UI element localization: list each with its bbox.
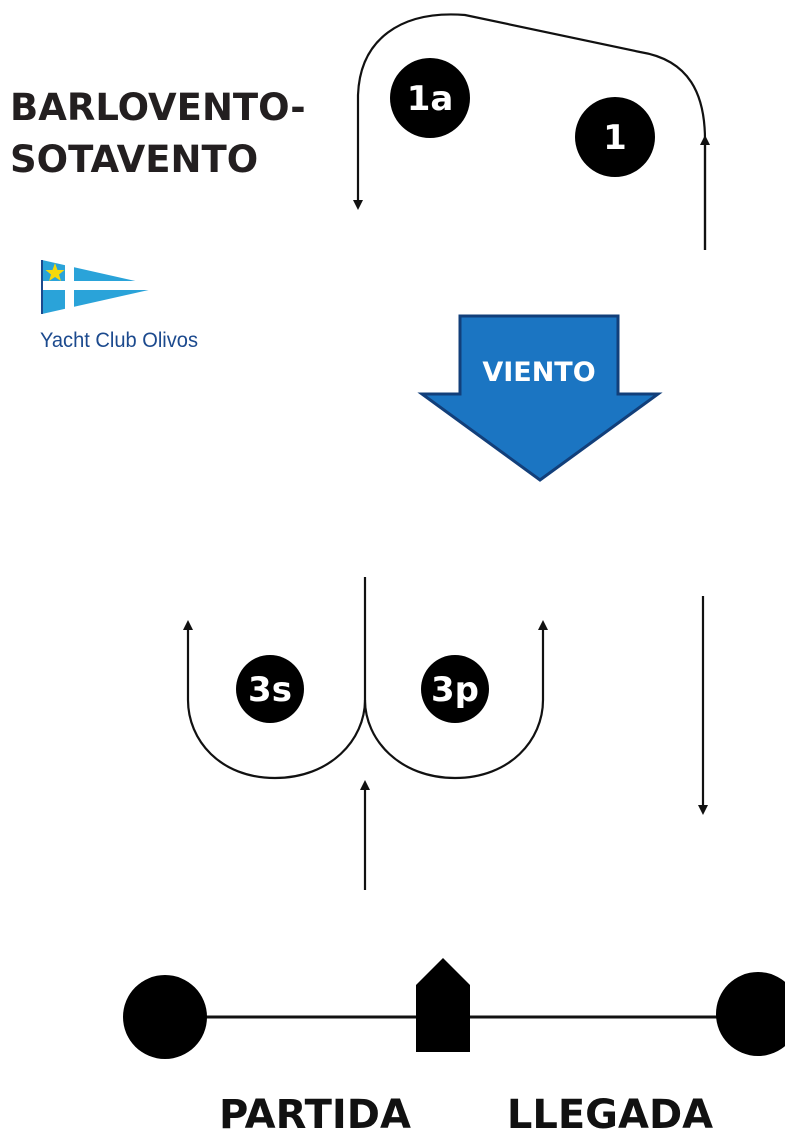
mark-3p-label: 3p (431, 670, 479, 710)
finish-label: LLEGADA (507, 1092, 713, 1138)
gate-right-rounding (363, 620, 548, 780)
title-line-2: SOTAVENTO (10, 138, 258, 181)
committee-boat-icon (416, 958, 470, 1052)
start-pin-buoy (123, 975, 207, 1059)
windward-course-path (353, 13, 707, 250)
mark-1a-label: 1a (407, 79, 454, 119)
title-line-1: BARLOVENTO- (10, 86, 306, 129)
mark-1a: 1a (390, 58, 470, 138)
club-burgee-icon (41, 260, 164, 314)
start-label: PARTIDA (219, 1092, 411, 1138)
finish-pin-buoy (716, 972, 785, 1056)
club-name: Yacht Club Olivos (40, 329, 198, 352)
wind-label: VIENTO (482, 357, 595, 388)
mark-3s: 3s (236, 655, 304, 723)
gate-left-rounding (183, 620, 367, 780)
mark-3s-label: 3s (248, 670, 292, 710)
mark-1: 1 (575, 97, 655, 177)
mark-3p: 3p (421, 655, 489, 723)
wind-arrow-icon (417, 314, 663, 482)
mark-1-label: 1 (603, 118, 627, 158)
